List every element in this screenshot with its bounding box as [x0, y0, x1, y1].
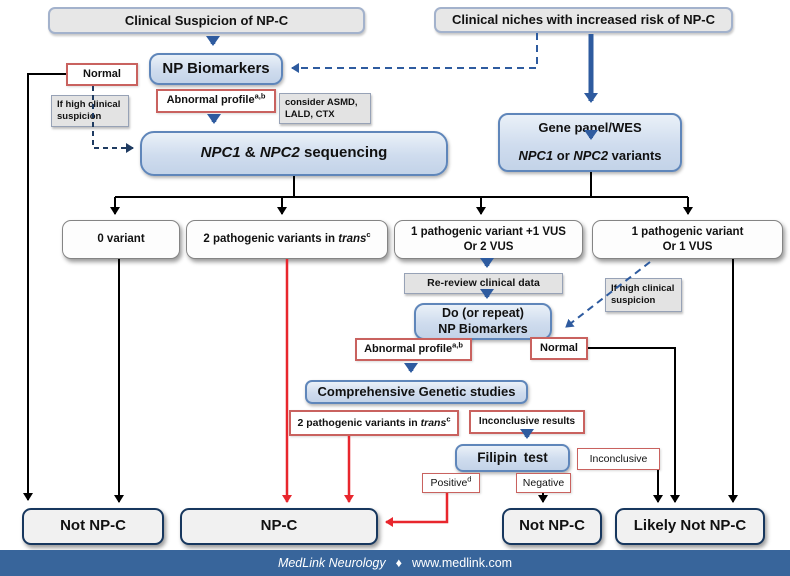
footer-bar: MedLink Neurology ♦ www.medlink.com — [0, 550, 790, 576]
arrow-normal2-to-likely-not — [588, 347, 680, 503]
outcome-not-npc-left: Not NP-C — [22, 508, 164, 545]
node-clinical-suspicion: Clinical Suspicion of NP-C — [48, 7, 365, 34]
footer-separator-icon: ♦ — [395, 556, 403, 570]
node-positive: Positived — [422, 473, 480, 493]
2-pathogenic-trans-label: 2 pathogenic variants in transc — [203, 230, 371, 246]
node-npc1-npc2-sequencing: NPC1 & NPC2 sequencing — [140, 131, 448, 176]
note-consider-asmd: consider ASMD, LALD, CTX — [279, 93, 371, 124]
node-1-pathogenic-plus-vus: 1 pathogenic variant +1 VUS Or 2 VUS — [394, 220, 583, 259]
node-gene-panel-wes: Gene panel/WES NPC1 or NPC2 variants — [498, 113, 682, 172]
outcome-not-npc-right: Not NP-C — [502, 508, 602, 545]
node-inconclusive-results: Inconclusive results — [469, 410, 585, 434]
node-abnormal-profile-2: Abnormal profilea,b — [355, 338, 472, 361]
2-pathogenic-trans-2-label: 2 pathogenic variants in transc — [297, 414, 451, 429]
node-normal-repeat: Normal — [530, 337, 588, 360]
node-2-pathogenic-trans-2: 2 pathogenic variants in transc — [289, 410, 459, 436]
node-inconclusive: Inconclusive — [577, 448, 660, 470]
node-np-biomarkers: NP Biomarkers — [149, 53, 283, 85]
gene-panel-line2: NPC1 or NPC2 variants — [518, 148, 662, 164]
dashed-niches-to-biomarkers — [291, 33, 538, 73]
outcome-npc: NP-C — [180, 508, 378, 545]
node-2-pathogenic-trans: 2 pathogenic variants in transc — [186, 220, 388, 259]
node-negative: Negative — [516, 473, 571, 493]
red-arrow-positive-to-npc — [385, 493, 449, 527]
node-filipin-test: Filipin test — [455, 444, 570, 472]
node-normal-initial: Normal — [66, 63, 138, 86]
node-clinical-niches: Clinical niches with increased risk of N… — [434, 7, 733, 33]
node-0-variant: 0 variant — [62, 220, 180, 259]
outcome-likely-not-npc: Likely Not NP-C — [615, 508, 765, 545]
abnormal-profile-1-label: Abnormal profilea,b — [166, 91, 266, 107]
node-1-pathogenic-or-1vus: 1 pathogenic variant Or 1 VUS — [592, 220, 783, 259]
node-comprehensive-genetic-studies: Comprehensive Genetic studies — [305, 380, 528, 404]
arrow-normal-to-not-npc — [23, 73, 66, 501]
node-rereview-clinical-data: Re-review clinical data — [404, 273, 563, 294]
note-if-high-clinical-suspicion-right: If high clinical suspicion — [605, 278, 682, 312]
positive-label: Positived — [430, 474, 472, 489]
node-do-repeat-biomarkers: Do (or repeat) NP Biomarkers — [414, 303, 552, 340]
gene-panel-line1: Gene panel/WES — [538, 120, 642, 135]
sequencing-label: NPC1 & NPC2 sequencing — [200, 144, 388, 162]
abnormal-profile-2-label: Abnormal profilea,b — [364, 340, 463, 355]
footer-url: www.medlink.com — [412, 556, 513, 570]
footer-brand: MedLink Neurology — [277, 556, 386, 570]
node-abnormal-profile-1: Abnormal profilea,b — [156, 89, 276, 113]
note-if-high-clinical-suspicion-left: If high clinical suspicion — [51, 95, 129, 127]
